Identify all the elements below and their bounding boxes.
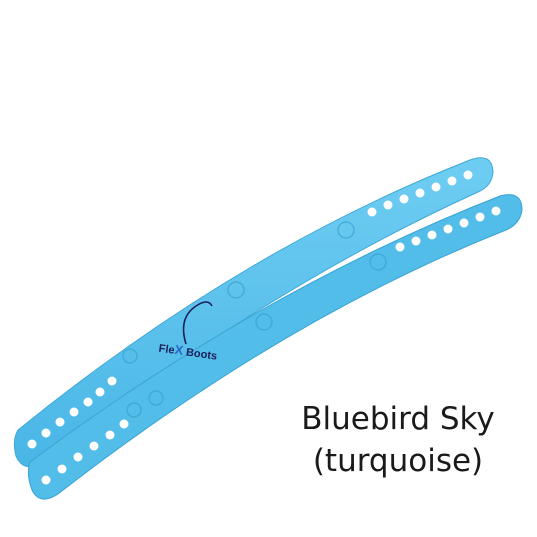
brand-logo: FleX Boots [158,340,218,363]
strap-back-holes [27,170,473,449]
strap-front-holes [41,206,501,485]
caption-line-color-descriptor: (turquoise) [312,443,484,479]
logo-swoosh [182,301,213,345]
caption-line-color-name: Bluebird Sky [301,401,495,437]
strap-front [27,194,523,500]
color-caption: Bluebird Sky (turquoise) [268,398,528,482]
embossed-markings [122,221,387,418]
